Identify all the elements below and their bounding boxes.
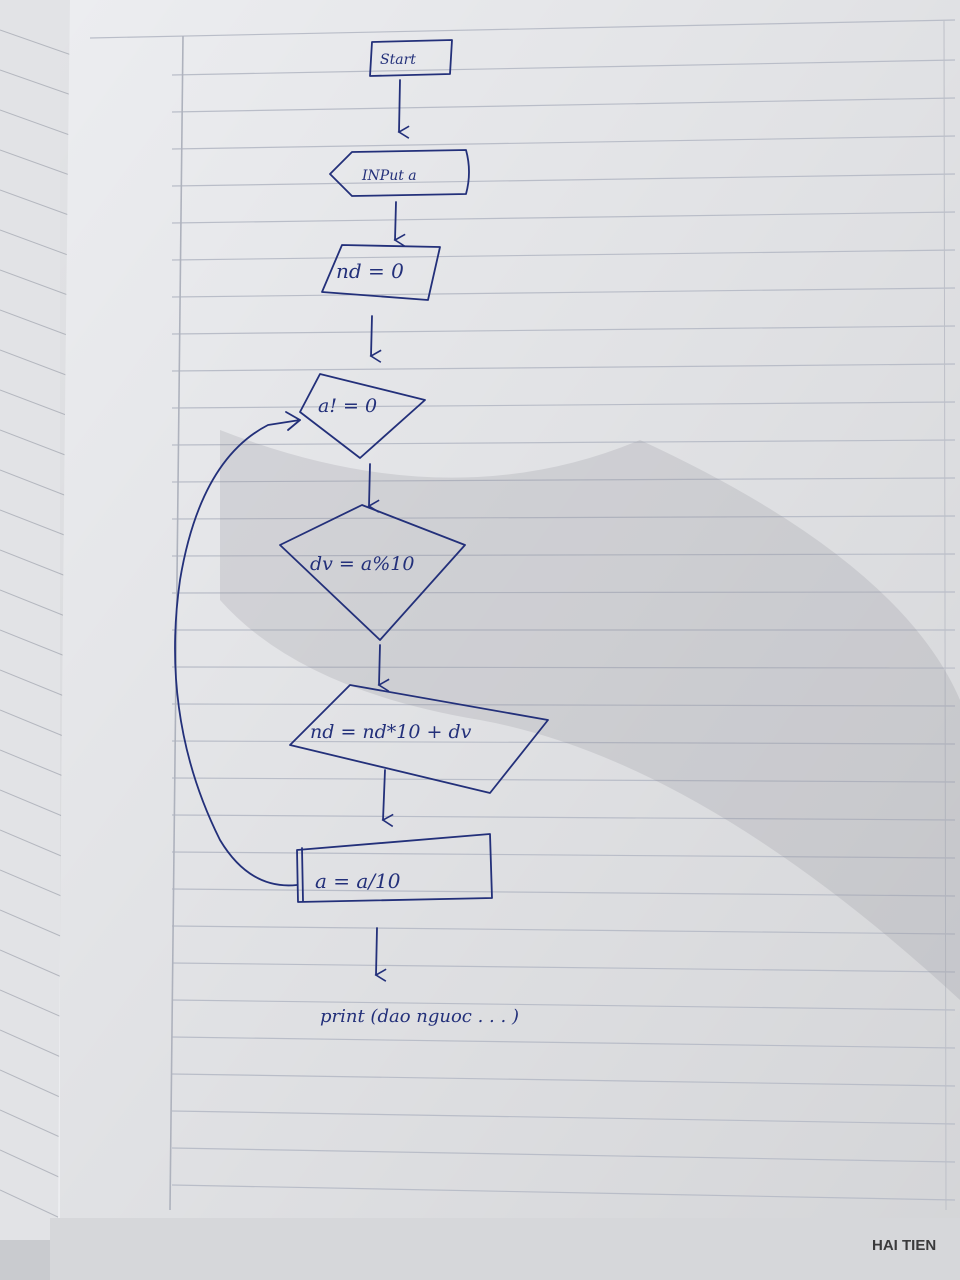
arrow-start-input xyxy=(397,79,410,139)
arrow-condition-digit xyxy=(367,463,380,513)
condition-label: a! = 0 xyxy=(318,395,377,417)
footer-brand: HAI TIEN xyxy=(872,1237,936,1254)
condition-diamond xyxy=(299,373,426,459)
arrow-divide-print xyxy=(374,927,387,982)
arrow-update-divide xyxy=(381,769,394,828)
arrow-init-condition xyxy=(369,315,382,363)
output-label: print (dao nguoc . . . ) xyxy=(320,1006,519,1027)
input-shape xyxy=(329,149,470,197)
digit-diamond xyxy=(279,504,466,641)
divide-label: a = a/10 xyxy=(315,869,401,893)
start-label: Start xyxy=(380,52,416,68)
digit-label: dv = a%10 xyxy=(310,553,414,575)
photo-shadow xyxy=(220,430,960,1000)
input-label: INPut a xyxy=(361,168,417,184)
update-label: nd = nd*10 + dv xyxy=(310,721,472,743)
update-shape xyxy=(289,684,549,794)
init-label: nd = 0 xyxy=(336,259,404,283)
init-parallelogram xyxy=(321,244,441,301)
loop-back-arrow xyxy=(174,419,301,887)
arrow-input-init xyxy=(393,201,406,247)
start-terminal xyxy=(369,39,453,77)
arrow-digit-update xyxy=(377,644,390,692)
